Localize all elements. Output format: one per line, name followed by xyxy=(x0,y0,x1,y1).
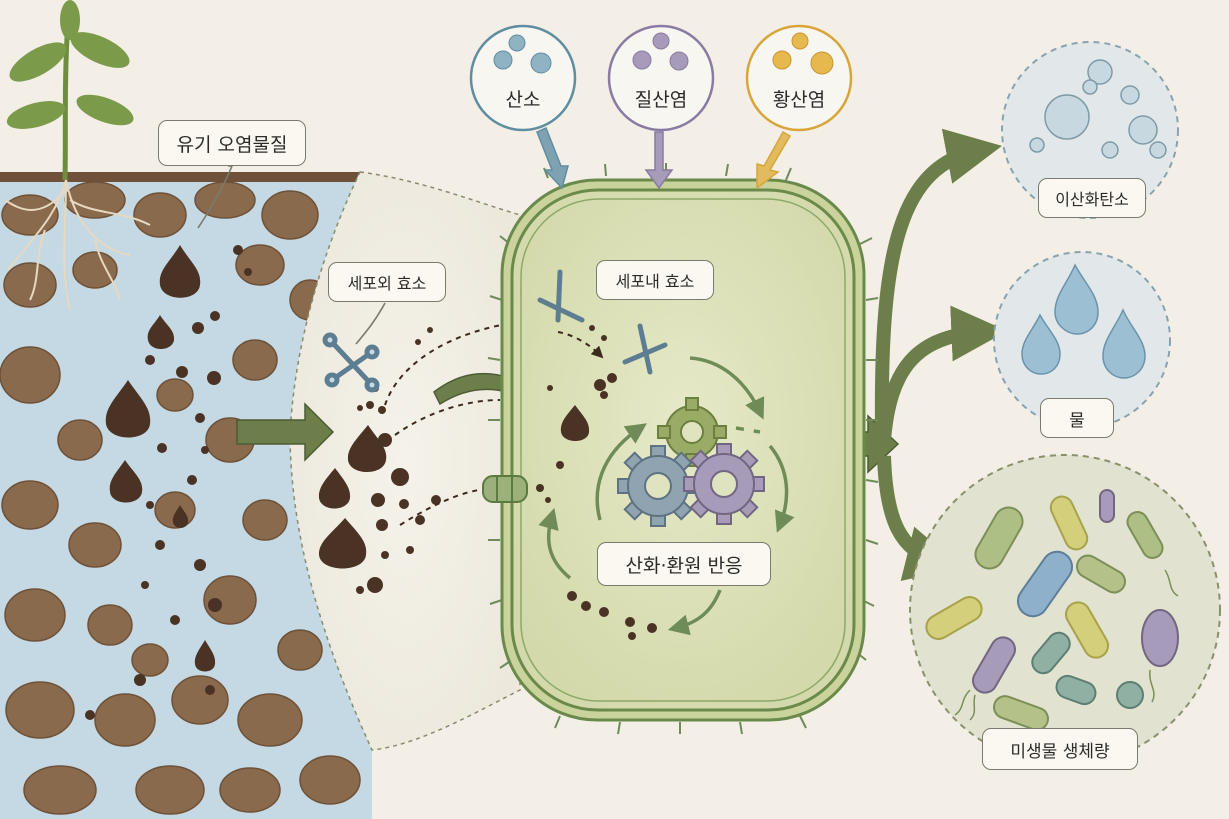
soil-pollutants xyxy=(85,245,252,720)
zoom-region xyxy=(289,171,521,751)
intracellular-enzyme-label: 세포내 효소 xyxy=(596,260,714,300)
organic-pollutant-label: 유기 오염물질 xyxy=(158,120,306,166)
water-bubble xyxy=(993,251,1171,429)
gear-icon-purple xyxy=(683,443,765,525)
biomass-bubble xyxy=(909,454,1221,766)
redox-reaction-label: 산화·환원 반응 xyxy=(597,542,771,586)
pollutant-paths xyxy=(384,319,541,526)
flow-arrows xyxy=(236,128,1008,581)
co2-bubble xyxy=(1001,41,1179,219)
acceptor-oxygen-label: 산소 xyxy=(505,89,541,111)
acceptor-sulfate xyxy=(745,24,853,132)
extracellular-enzyme-label: 세포외 효소 xyxy=(328,262,446,302)
microbial-biomass-label: 미생물 생체량 xyxy=(982,728,1138,770)
plant xyxy=(4,0,151,311)
carbon-dioxide-label: 이산화탄소 xyxy=(1038,178,1146,218)
intracellular-enzyme-icon-2 xyxy=(622,323,668,375)
acceptor-nitrate xyxy=(607,24,715,132)
acceptor-arrows xyxy=(536,126,792,190)
cell-pollutants xyxy=(536,325,657,640)
acceptor-nitrate-label: 질산염 xyxy=(634,89,688,111)
extracellular-enzyme-icon xyxy=(322,332,380,393)
acceptor-oxygen xyxy=(469,24,577,132)
intracellular-enzyme-icon-1 xyxy=(537,269,585,323)
zoom-pollutants xyxy=(318,425,441,594)
membrane-transporter xyxy=(482,475,528,503)
cell-pili xyxy=(487,163,879,735)
acceptor-sulfate-label: 황산염 xyxy=(772,89,826,111)
cycle-arrows xyxy=(538,356,795,636)
water-label: 물 xyxy=(1040,398,1114,438)
